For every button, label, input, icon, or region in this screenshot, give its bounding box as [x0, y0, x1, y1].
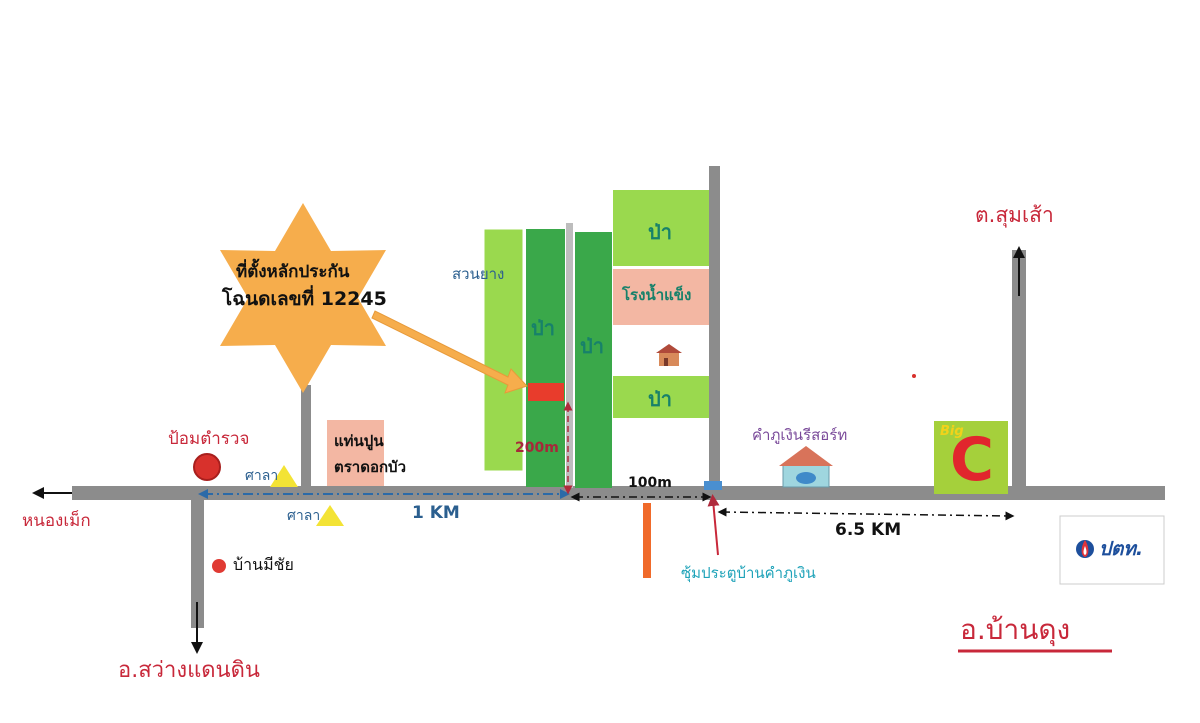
rubber-garden-label: สวนยาง — [452, 265, 505, 283]
road-to-sum-sao — [1012, 250, 1026, 488]
sawang-daen-din-label: อ.สว่างแดนดิน — [118, 658, 260, 683]
gate-marker — [704, 481, 722, 490]
cement-label-line2: ตราดอกบัว — [334, 458, 406, 476]
forest-plot-1 — [526, 229, 565, 487]
police-box-marker — [193, 453, 221, 481]
star-label-line2: โฉนดเลขที่ 12245 — [222, 288, 387, 310]
ban-mee-chai-marker — [212, 559, 226, 573]
ptt-logo — [1059, 515, 1165, 585]
distance-100m-label: 100m — [628, 475, 672, 491]
ban-mee-chai-label: บ้านมีชัย — [233, 555, 294, 574]
forest-label-3: ป่า — [648, 220, 672, 244]
red-dot — [912, 374, 916, 378]
pointer-arrow — [371, 310, 528, 394]
road-north-small — [301, 385, 311, 488]
collateral-plot — [528, 383, 564, 401]
cement-box — [327, 420, 384, 486]
sala-label-2: ศาลา — [287, 508, 321, 524]
ptt-text: ปตท. — [1099, 538, 1144, 560]
distance-200m-label: 200m — [515, 440, 559, 456]
rubber-garden-plot — [483, 228, 524, 472]
forest-label-2: ป่า — [580, 334, 604, 358]
sala-label-1: ศาลา — [245, 468, 279, 484]
star-label-line1: ที่ตั้งหลักประกัน — [236, 262, 350, 282]
sum-sao-label: ต.สุมเส้า — [975, 203, 1054, 227]
cement-label-line1: แท่นปูน — [334, 432, 384, 450]
forest-label-4: ป่า — [648, 387, 672, 411]
distance-6-5km-line — [717, 507, 1015, 521]
ban-dung-label: อ.บ้านดุง — [960, 613, 1071, 646]
road-gate-north — [709, 166, 720, 488]
building-icon — [656, 344, 682, 366]
resort-icon — [779, 446, 833, 488]
gate-pointer-line — [707, 494, 720, 556]
forest-label-1: ป่า — [531, 316, 555, 340]
big-c-logo — [934, 421, 1008, 494]
police-box-label: ป้อมตำรวจ — [168, 429, 250, 449]
sala-marker-2 — [316, 505, 344, 526]
forest-plot-top — [613, 190, 709, 266]
gate-label: ซุ้มประตูบ้านคำภูเงิน — [681, 564, 816, 582]
collateral-star — [220, 203, 386, 393]
road-to-sawang — [191, 500, 204, 628]
ice-factory-label: โรงน้ำแข็ง — [622, 286, 692, 304]
forest-plot-2 — [575, 232, 612, 488]
ice-factory-plot — [613, 269, 709, 325]
nong-mek-label: หนองเม็ก — [22, 511, 91, 531]
distance-6-5km-label: 6.5 KM — [835, 520, 902, 540]
big-c-small-text: Big — [940, 424, 964, 439]
resort-label: คำภูเงินรีสอร์ท — [752, 426, 848, 444]
dirt-lane — [566, 223, 573, 488]
forest-plot-bottom — [613, 376, 709, 418]
orange-marker — [643, 503, 651, 578]
sala-marker-1 — [270, 465, 298, 487]
distance-1km-label: 1 KM — [412, 503, 460, 523]
big-c-letter: C — [950, 425, 995, 495]
